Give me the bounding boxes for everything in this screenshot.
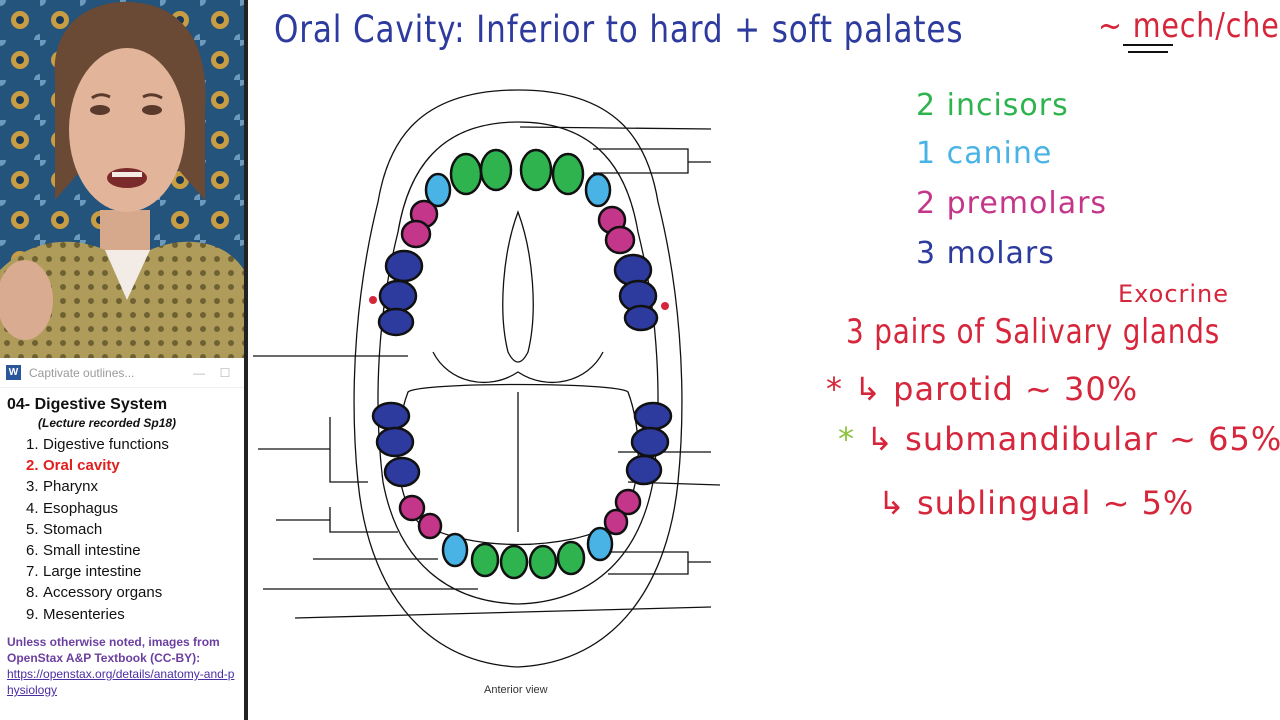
star-icon: * — [838, 420, 855, 458]
parotid-row: * ↳ parotid ~ 30% — [826, 370, 1138, 408]
image-credit: Unless otherwise noted, images from Open… — [7, 634, 241, 698]
webcam-feed — [0, 0, 244, 358]
outline-item-label: Oral cavity — [43, 457, 120, 475]
outline-item[interactable]: 3.Pharynx — [0, 476, 244, 497]
maximize-button[interactable]: ☐ — [219, 365, 231, 380]
outline-item[interactable]: 4.Esophagus — [0, 498, 244, 519]
outline-subtitle: (Lecture recorded Sp18) — [38, 416, 177, 430]
submandibular-label: submandibular ~ 65% — [905, 420, 1280, 458]
outline-item[interactable]: 5.Stomach — [0, 519, 244, 540]
outline-panel: W Captivate outlines... — ☐ 04- Digestiv… — [0, 358, 244, 720]
outline-item[interactable]: 9.Mesenteries — [0, 604, 244, 625]
underline-mark — [1123, 44, 1173, 53]
outline-item-label: Digestive functions — [43, 436, 169, 453]
salivary-glands-heading: 3 pairs of Salivary glands — [846, 312, 1221, 352]
arrow-icon: ↳ — [878, 484, 906, 522]
outline-list: 1.Digestive functions 2.Oral cavity 3.Ph… — [0, 434, 244, 625]
premolars-label: 2 premolars — [916, 186, 1108, 221]
outline-title: 04- Digestive System — [7, 396, 168, 413]
arrow-icon: ↳ — [866, 420, 894, 458]
canine-label: 1 canine — [916, 136, 1053, 171]
molars-label: 3 molars — [916, 236, 1055, 271]
outline-item-label: Mesenteries — [43, 605, 125, 623]
outline-item-label: Stomach — [43, 520, 103, 538]
outline-item-label: Small intestine — [43, 542, 141, 560]
board-title-annotation: ~ mech/chem — [1098, 6, 1280, 46]
star-icon: * — [826, 370, 843, 408]
credit-link[interactable]: https://openstax.org/details/anatomy-and… — [7, 667, 235, 697]
arrow-icon: ↳ — [854, 370, 882, 408]
whiteboard: Oral Cavity: Inferior to hard + soft pal… — [248, 0, 1280, 720]
credit-text: Unless otherwise noted, images from Open… — [7, 635, 220, 665]
outline-item[interactable]: 6.Small intestine — [0, 540, 244, 561]
parotid-label: parotid ~ 30% — [893, 370, 1139, 408]
board-title: Oral Cavity: Inferior to hard + soft pal… — [274, 8, 964, 51]
outline-item-label: Accessory organs — [43, 584, 163, 602]
oral-cavity-diagram — [253, 89, 721, 668]
outline-item-label: Esophagus — [43, 499, 119, 517]
sublingual-row: ↳ sublingual ~ 5% — [878, 484, 1194, 522]
outline-item[interactable]: 8.Accessory organs — [0, 582, 244, 603]
panel-divider — [244, 0, 248, 720]
incisors-label: 2 incisors — [916, 88, 1069, 123]
figure-caption: Anterior view — [484, 684, 548, 696]
sublingual-label: sublingual ~ 5% — [916, 484, 1195, 522]
outline-item-label: Pharynx — [43, 478, 99, 496]
presenter-image — [0, 0, 244, 358]
outline-item-label: Large intestine — [43, 563, 142, 581]
outline-item-active[interactable]: 2.Oral cavity — [0, 455, 244, 476]
word-app-icon: W — [6, 365, 21, 380]
exocrine-label: Exocrine — [1118, 280, 1230, 308]
panel-titlebar[interactable]: W Captivate outlines... — ☐ — [0, 358, 244, 388]
minimize-button[interactable]: — — [193, 365, 205, 380]
window-title: Captivate outlines... — [29, 365, 135, 380]
outline-item[interactable]: 7.Large intestine — [0, 561, 244, 582]
submandibular-row: * ↳ submandibular ~ 65% — [838, 420, 1280, 458]
outline-item[interactable]: 1.Digestive functions — [0, 434, 244, 455]
